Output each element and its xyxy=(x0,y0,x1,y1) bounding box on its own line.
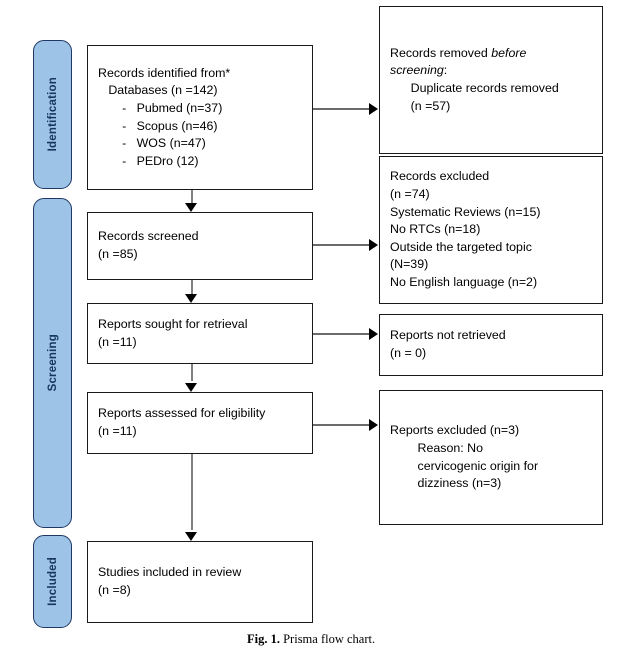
connector-assessed-to-reports-excluded-arrowhead xyxy=(369,418,378,431)
connector-identified-to-screened xyxy=(191,190,193,205)
box-studies-included: Studies included in review (n =8) xyxy=(87,541,313,623)
connector-sought-to-assessed-arrowhead xyxy=(184,383,197,392)
box-records-screened-text: Records screened (n =85) xyxy=(98,229,199,261)
box-records-excluded-text: Records excluded (n =74) Systematic Revi… xyxy=(390,169,541,289)
figure-caption-label: Fig. 1. xyxy=(247,632,280,646)
box-records-identified-text: Records identified from* Databases (n =1… xyxy=(98,65,231,168)
connector-screened-to-excluded-arrowhead xyxy=(369,238,378,251)
connector-identified-to-screened-arrowhead xyxy=(184,203,197,212)
box-reports-not-retrieved-text: Reports not retrieved (n = 0) xyxy=(390,328,506,360)
connector-sought-to-assessed xyxy=(191,364,193,381)
box-reports-assessed-text: Reports assessed for eligibility (n =11) xyxy=(98,406,266,438)
box-studies-included-text: Studies included in review (n =8) xyxy=(98,565,242,597)
box-records-removed-text: Records removed before screening: Duplica… xyxy=(380,45,569,115)
box-reports-sought-text: Reports sought for retrieval (n =11) xyxy=(98,316,248,349)
connector-screened-to-sought-arrowhead xyxy=(184,294,197,303)
stage-pill-screening: Screening xyxy=(33,198,72,528)
connector-sought-to-not-retrieved-arrowhead xyxy=(369,327,378,340)
figure-caption: Fig. 1. Prisma flow chart. xyxy=(247,632,375,647)
connector-screened-to-sought xyxy=(191,280,193,296)
records-removed-line1-italic: before xyxy=(491,45,527,60)
figure-caption-text: Prisma flow chart. xyxy=(283,632,376,646)
box-reports-assessed: Reports assessed for eligibility (n =11) xyxy=(87,392,313,454)
records-removed-rest: Duplicate records removed (n =57) xyxy=(410,81,559,113)
box-reports-not-retrieved: Reports not retrieved (n = 0) xyxy=(379,314,603,376)
connector-sought-to-not-retrieved xyxy=(313,333,370,335)
box-reports-excluded: Reports excluded (n=3) Reason: No cervic… xyxy=(379,390,603,525)
connector-assessed-to-included xyxy=(191,454,193,530)
connector-identified-to-removed xyxy=(313,108,370,110)
records-removed-line2-post: : xyxy=(443,63,448,78)
connector-assessed-to-reports-excluded xyxy=(313,424,370,426)
box-records-removed: Records removed before screening: Duplica… xyxy=(379,6,603,154)
box-records-screened: Records screened (n =85) xyxy=(87,212,313,280)
box-reports-excluded-text: Reports excluded (n=3) Reason: No cervic… xyxy=(390,423,539,491)
records-removed-line1-pre: Records removed xyxy=(390,45,492,60)
stage-pill-screening-label: Screening xyxy=(46,334,59,392)
box-reports-sought: Reports sought for retrieval (n =11) xyxy=(87,303,313,364)
stage-pill-included: Included xyxy=(33,535,72,628)
connector-identified-to-removed-arrowhead xyxy=(369,102,378,115)
stage-pill-identification: Identification xyxy=(33,40,72,189)
records-removed-line2-italic: screening xyxy=(390,63,444,78)
box-records-excluded: Records excluded (n =74) Systematic Revi… xyxy=(379,156,603,304)
connector-screened-to-excluded xyxy=(313,244,370,246)
stage-pill-included-label: Included xyxy=(46,557,59,606)
connector-assessed-to-included-arrowhead xyxy=(184,532,197,541)
stage-pill-identification-label: Identification xyxy=(46,77,59,152)
box-records-identified: Records identified from* Databases (n =1… xyxy=(87,45,313,190)
